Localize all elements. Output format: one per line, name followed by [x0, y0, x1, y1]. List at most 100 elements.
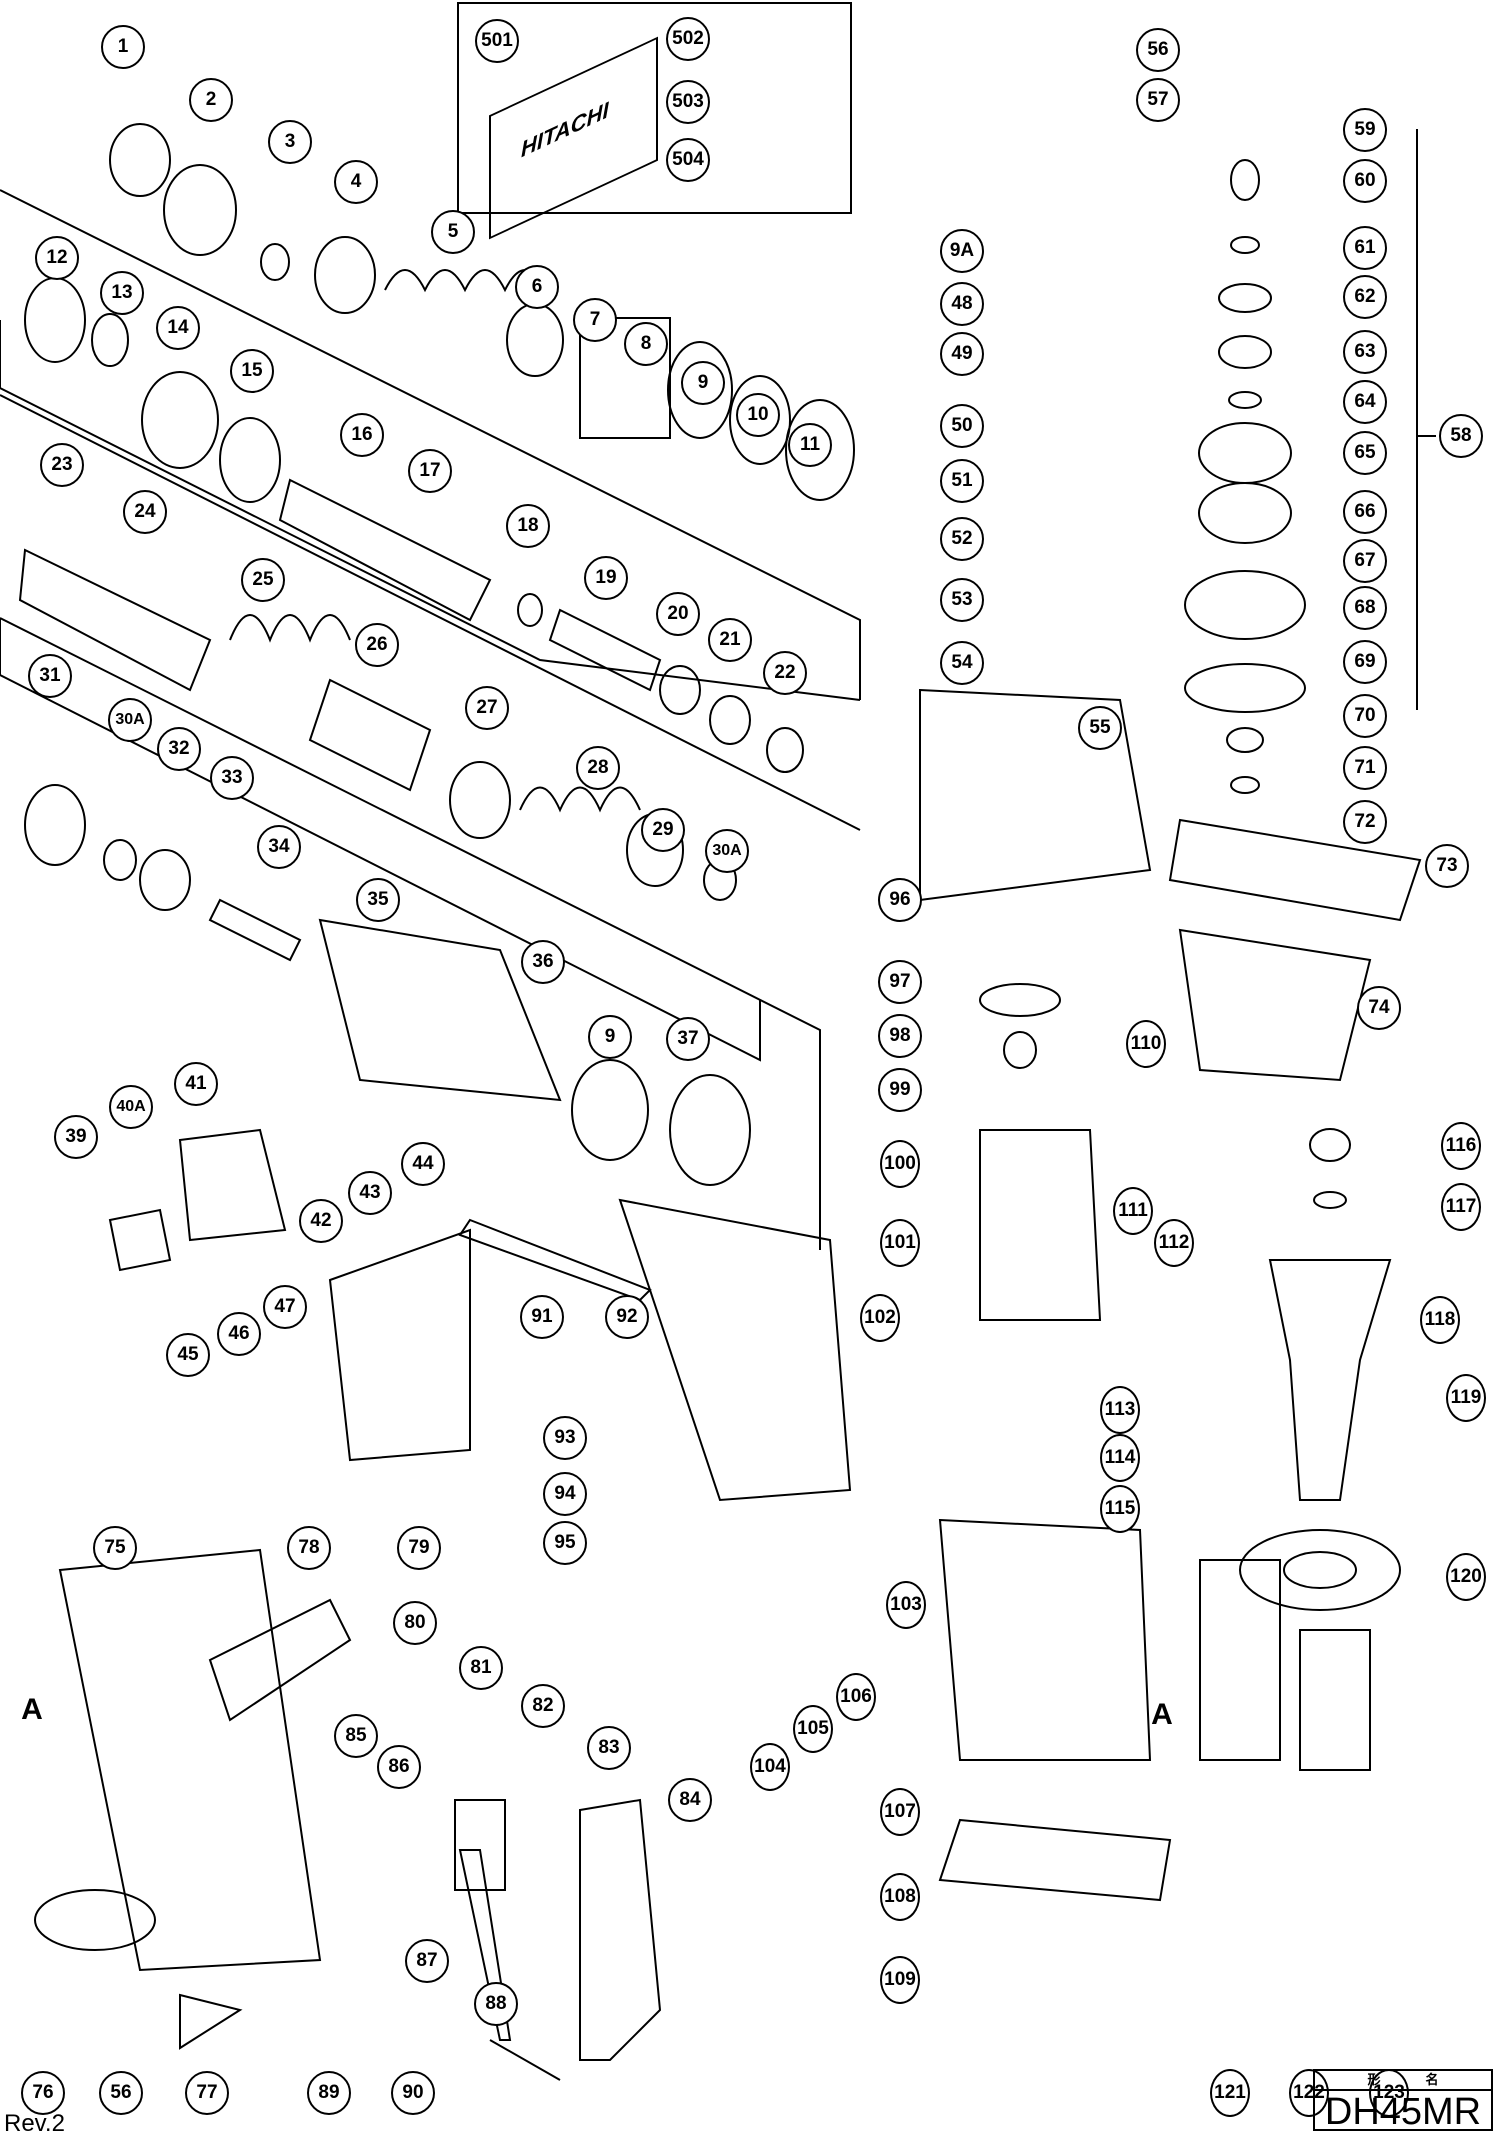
title-block-header: 形 名 — [1315, 2071, 1491, 2091]
callout-62: 62 — [1343, 275, 1387, 319]
part-116-bearing — [1309, 1128, 1351, 1162]
part-63-bearing — [1218, 335, 1272, 369]
callout-25: 25 — [241, 558, 285, 602]
part-41-cover — [178, 1128, 287, 1242]
callout-16: 16 — [340, 413, 384, 457]
callout-10: 10 — [736, 393, 780, 437]
callout-98: 98 — [878, 1014, 922, 1058]
part-4-shape — [314, 236, 376, 314]
callout-56-lower: 56 — [99, 2071, 143, 2115]
part-25-spring — [229, 614, 351, 643]
callout-60: 60 — [1343, 159, 1387, 203]
callout-95: 95 — [543, 1521, 587, 1565]
callout-82: 82 — [521, 1684, 565, 1728]
callout-17: 17 — [408, 449, 452, 493]
part-35-cylinder-case — [318, 918, 562, 1102]
callout-92: 92 — [605, 1295, 649, 1339]
callout-90: 90 — [391, 2071, 435, 2115]
callout-50: 50 — [940, 404, 984, 448]
part-121-cover — [1199, 1559, 1281, 1761]
callout-109: 109 — [880, 1956, 920, 2004]
callout-108: 108 — [880, 1873, 920, 1921]
callout-111: 111 — [1113, 1187, 1153, 1235]
callout-9-lower: 9 — [588, 1015, 632, 1059]
part-21-washer — [709, 695, 751, 745]
part-96-crank-case — [919, 688, 1152, 902]
callout-76: 76 — [21, 2071, 65, 2115]
callout-118: 118 — [1420, 1296, 1460, 1344]
accessory-kit-box: HITACHI — [457, 2, 852, 240]
callout-28: 28 — [576, 746, 620, 790]
callout-502: 502 — [666, 17, 710, 61]
callout-4: 4 — [334, 160, 378, 204]
part-37-gear — [669, 1074, 751, 1186]
callout-117: 117 — [1441, 1183, 1481, 1231]
callout-49: 49 — [940, 332, 984, 376]
part-108-cover — [938, 1818, 1172, 1902]
callout-85: 85 — [334, 1714, 378, 1758]
callout-45: 45 — [166, 1333, 210, 1377]
callout-71: 71 — [1343, 746, 1387, 790]
callout-43: 43 — [348, 1171, 392, 1215]
callout-113: 113 — [1100, 1386, 1140, 1434]
part-9-ring — [667, 341, 733, 439]
callout-79: 79 — [397, 1526, 441, 1570]
callout-44: 44 — [401, 1142, 445, 1186]
callout-8: 8 — [624, 322, 668, 366]
callout-94: 94 — [543, 1472, 587, 1516]
callout-29: 29 — [641, 808, 685, 852]
callout-23: 23 — [40, 443, 84, 487]
part-89-cord — [458, 1849, 512, 2041]
callout-69: 69 — [1343, 640, 1387, 684]
part-20-washer — [659, 665, 701, 715]
callout-61: 61 — [1343, 226, 1387, 270]
callout-19: 19 — [584, 556, 628, 600]
part-73-gasket — [1168, 818, 1422, 922]
part-101-stator — [979, 1129, 1102, 1321]
callout-77: 77 — [185, 2071, 229, 2115]
part-72-washer — [1230, 776, 1260, 794]
callout-104: 104 — [750, 1743, 790, 1791]
part-120-baffle — [1239, 1529, 1401, 1611]
part-74-housing — [1178, 928, 1372, 1082]
callout-40a: 40A — [109, 1085, 153, 1129]
callout-110: 110 — [1126, 1020, 1166, 1068]
part-26-cage — [308, 678, 432, 792]
callout-30a-left: 30A — [108, 698, 152, 742]
part-78-side-handle — [208, 1598, 352, 1722]
callout-96: 96 — [878, 878, 922, 922]
callout-59: 59 — [1343, 108, 1387, 152]
callout-27: 27 — [465, 686, 509, 730]
callout-64: 64 — [1343, 380, 1387, 424]
group-boundary-1 — [0, 189, 861, 700]
callout-89: 89 — [307, 2071, 351, 2115]
callout-97: 97 — [878, 960, 922, 1004]
part-13-clip — [91, 313, 129, 367]
callout-78: 78 — [287, 1526, 331, 1570]
callout-36: 36 — [521, 940, 565, 984]
callout-33: 33 — [210, 756, 254, 800]
callout-101: 101 — [880, 1219, 920, 1267]
callout-35: 35 — [356, 878, 400, 922]
callout-42: 42 — [299, 1199, 343, 1243]
callout-58: 58 — [1439, 414, 1483, 458]
callout-22: 22 — [763, 651, 807, 695]
part-66-plate — [1198, 482, 1292, 544]
callout-99: 99 — [878, 1068, 922, 1112]
part-3-shape — [260, 243, 290, 281]
callout-112: 112 — [1154, 1219, 1194, 1267]
callout-20: 20 — [656, 592, 700, 636]
callout-86: 86 — [377, 1745, 421, 1789]
model-title-block: 形 名 DH45MR — [1313, 2069, 1493, 2133]
part-77-label — [179, 1993, 243, 2050]
callout-2: 2 — [189, 78, 233, 122]
part-9-ring-lower — [571, 1059, 649, 1161]
callout-115: 115 — [1100, 1485, 1140, 1533]
callout-105: 105 — [793, 1705, 833, 1753]
callout-39: 39 — [54, 1115, 98, 1159]
part-24-tool-holder — [18, 548, 212, 692]
callout-18: 18 — [506, 504, 550, 548]
callout-32: 32 — [157, 727, 201, 771]
callout-107: 107 — [880, 1788, 920, 1836]
part-98-gear — [1003, 1031, 1037, 1069]
